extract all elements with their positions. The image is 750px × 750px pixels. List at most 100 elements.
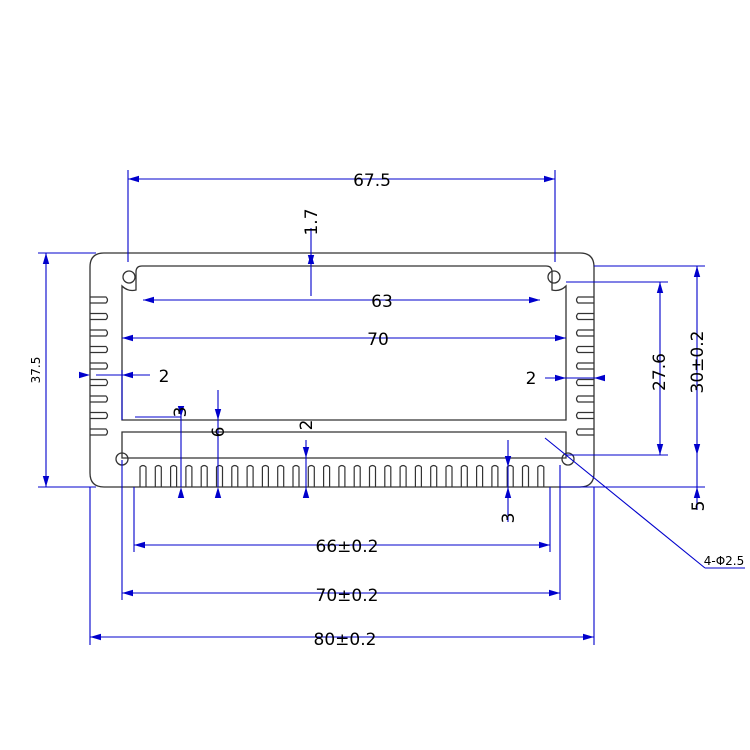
bottom-fin <box>338 464 346 487</box>
inner-cavity <box>121 265 567 421</box>
dim-side-wall-left: 2 <box>159 367 170 387</box>
left-fin <box>90 329 109 337</box>
arrow-head <box>122 371 133 379</box>
right-fin <box>575 329 594 337</box>
arrow-head <box>134 541 145 549</box>
bottom-fin <box>506 464 514 487</box>
right-fin <box>575 362 594 370</box>
right-fin <box>575 411 594 420</box>
dim-side-wall-right: 2 <box>526 369 537 389</box>
arrow-head <box>90 633 101 641</box>
bottom-fin <box>460 464 468 487</box>
arrow-head <box>302 447 310 458</box>
bottom-fin <box>215 464 224 487</box>
bottom-fin <box>414 464 422 487</box>
arrow-head <box>128 175 139 183</box>
arrow-head <box>214 409 222 420</box>
bottom-fin <box>384 464 392 487</box>
arrow-head <box>214 487 222 498</box>
arrow-head <box>177 487 185 498</box>
right-side-fins <box>575 296 594 436</box>
bottom-fins <box>139 464 545 487</box>
dim-bottom-offset: 5 <box>689 501 709 512</box>
dim-top-wall-thickness: 1.7 <box>302 208 322 235</box>
lower-chamber <box>121 431 567 459</box>
bottom-fin <box>307 464 315 487</box>
arrow-head <box>555 374 566 382</box>
dim-inner-top-width: 63 <box>371 292 393 312</box>
arrow-head <box>693 444 701 455</box>
left-fin <box>90 411 109 420</box>
dim-holes-callout: 4-Φ2.5 <box>704 554 745 568</box>
right-fin <box>575 296 594 304</box>
bottom-fin <box>353 464 361 487</box>
bottom-fin <box>323 464 331 487</box>
bottom-fin <box>246 464 254 487</box>
arrow-head <box>302 487 310 498</box>
dim-top-hole-span: 67.5 <box>353 171 391 191</box>
arrow-head <box>693 487 701 498</box>
dim-fin-base: 3 <box>171 407 191 418</box>
arrow-head <box>79 371 90 379</box>
left-fin <box>90 378 109 387</box>
right-fin <box>575 345 594 354</box>
left-fin <box>90 296 109 304</box>
bottom-fin <box>430 464 438 487</box>
bottom-fin <box>537 464 545 487</box>
right-fin <box>575 428 594 436</box>
arrow-head <box>594 374 605 382</box>
arrow-head <box>177 406 185 417</box>
arrow-head <box>307 255 315 266</box>
dim-overall-width: 80±0.2 <box>314 630 377 650</box>
bottom-fin <box>368 464 377 487</box>
arrow-head <box>42 253 50 264</box>
arrow-head <box>504 487 512 498</box>
bottom-fin <box>261 464 269 487</box>
arrow-head <box>122 589 133 597</box>
bottom-fin <box>200 464 208 487</box>
dim-total-height: 37.5 <box>29 357 43 384</box>
bottom-fin <box>491 464 499 487</box>
dimension-arrows <box>42 175 701 641</box>
arrow-head <box>544 175 555 183</box>
arrow-head <box>549 589 560 597</box>
dim-inner-span: 70±0.2 <box>316 586 379 606</box>
dim-inner-width: 70 <box>367 330 389 350</box>
bottom-fin <box>139 464 147 487</box>
arrow-head <box>529 296 540 304</box>
bottom-fin <box>170 464 178 487</box>
dimension-lines <box>38 170 745 645</box>
arrow-head <box>583 633 594 641</box>
hole-top-right <box>547 270 561 284</box>
dim-bottom-wall: 2 <box>297 420 317 431</box>
bottom-fin <box>231 464 239 487</box>
right-fin <box>575 395 594 403</box>
left-fin <box>90 428 109 436</box>
bottom-fin <box>521 464 530 487</box>
bottom-fin <box>445 464 453 487</box>
dim-outer-height: 30±0.2 <box>688 331 708 394</box>
arrow-head <box>143 296 154 304</box>
left-fin <box>90 362 109 370</box>
left-side-fins <box>90 296 109 436</box>
arrow-head <box>693 266 701 277</box>
arrow-head <box>656 444 664 455</box>
arrow-head <box>555 334 566 342</box>
hole-bottom-right <box>561 452 575 466</box>
dim-fin-span: 66±0.2 <box>316 537 379 557</box>
hole-top-left <box>122 270 136 284</box>
arrow-head <box>42 476 50 487</box>
left-fin <box>90 395 109 403</box>
bottom-fin <box>399 464 407 487</box>
left-fin <box>90 312 109 321</box>
dim-fin-depth: 3 <box>499 513 519 524</box>
right-fin <box>575 378 594 387</box>
arrow-head <box>122 334 133 342</box>
bottom-fin <box>185 464 193 487</box>
dim-inner-height: 27.6 <box>650 353 670 391</box>
right-fin <box>575 312 594 321</box>
bottom-fin <box>154 464 162 487</box>
arrow-head <box>656 282 664 293</box>
